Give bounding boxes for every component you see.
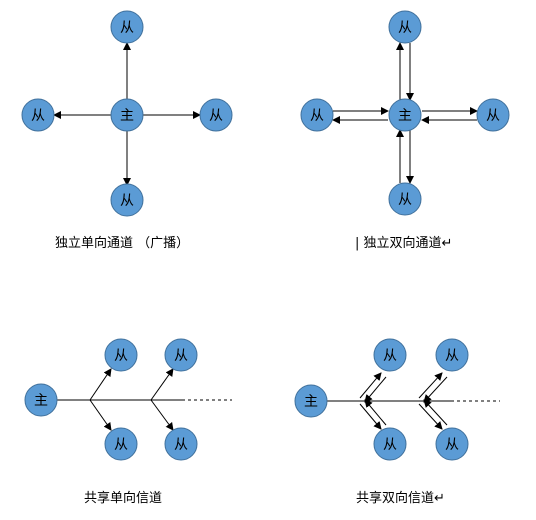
slave-label: 从: [398, 192, 412, 208]
master-label: 主: [34, 393, 48, 409]
caption-bottom-right: 共享双向信道↵: [356, 490, 445, 506]
slave-node-1-top: 从: [104, 338, 138, 372]
slave-label: 从: [445, 437, 459, 453]
master-node: 主: [388, 98, 422, 132]
slave-label: 从: [383, 348, 397, 364]
caption-top-left: 独立单向通道 （广播）: [55, 235, 189, 251]
branch-2-down-out: [418, 403, 443, 430]
slave-node-2-top: 从: [164, 338, 198, 372]
branch-1-up-in: [364, 376, 387, 403]
caption-top-right: | 独立双向通道↵: [355, 235, 452, 251]
branch-2-up-out: [418, 372, 443, 399]
branch-1-down: [89, 399, 112, 431]
slave-label: 从: [174, 437, 188, 453]
slave-node-right: 从: [199, 98, 233, 132]
slave-node-bottom: 从: [388, 182, 422, 216]
slave-node-right: 从: [476, 98, 510, 132]
slave-node-1-bottom: 从: [373, 427, 407, 461]
master-node: 主: [110, 98, 144, 132]
slave-node-bottom: 从: [110, 183, 144, 217]
slave-label: 从: [383, 437, 397, 453]
panel-independent-bidirectional: 主 从 从 从 从 | 独立双向通道↵: [300, 10, 510, 251]
slave-label: 从: [174, 348, 188, 364]
panel-shared-bidirectional: 主 从 从 从 从 共享双向信道↵: [294, 338, 500, 506]
slave-label: 从: [445, 348, 459, 364]
slave-node-top: 从: [388, 10, 422, 44]
slave-node-2-bottom: 从: [164, 427, 198, 461]
master-label: 主: [398, 108, 412, 124]
master-label: 主: [120, 108, 134, 124]
slave-node-1-top: 从: [373, 338, 407, 372]
branch-2-up: [150, 368, 174, 401]
branch-2-down: [150, 399, 174, 431]
branch-2-up-in: [423, 376, 448, 403]
branch-1-up-out: [359, 372, 382, 399]
slave-label: 从: [310, 108, 324, 124]
slave-label: 从: [120, 193, 134, 209]
slave-node-left: 从: [21, 98, 55, 132]
slave-label: 从: [114, 437, 128, 453]
panel-shared-unidirectional: 主 从 从 从 从 共享单向信道: [24, 338, 232, 506]
slave-label: 从: [209, 108, 223, 124]
master-label: 主: [304, 394, 318, 410]
slave-label: 从: [398, 20, 412, 36]
slave-node-1-bottom: 从: [104, 427, 138, 461]
slave-node-2-bottom: 从: [435, 427, 469, 461]
slave-label: 从: [486, 108, 500, 124]
slave-label: 从: [120, 20, 134, 36]
master-node: 主: [24, 383, 58, 417]
caption-bottom-left: 共享单向信道: [84, 490, 162, 506]
panel-independent-unidirectional: 主 从 从 从 从 独立单向通道 （广播）: [21, 10, 233, 251]
slave-node-top: 从: [110, 10, 144, 44]
slave-node-left: 从: [300, 98, 334, 132]
slave-label: 从: [31, 108, 45, 124]
branch-1-down-out: [359, 403, 382, 430]
branch-1-up: [89, 368, 112, 401]
slave-label: 从: [114, 348, 128, 364]
master-node: 主: [294, 384, 328, 418]
branch-1-down-in: [364, 399, 387, 426]
branch-2-down-in: [423, 399, 448, 426]
slave-node-2-top: 从: [435, 338, 469, 372]
